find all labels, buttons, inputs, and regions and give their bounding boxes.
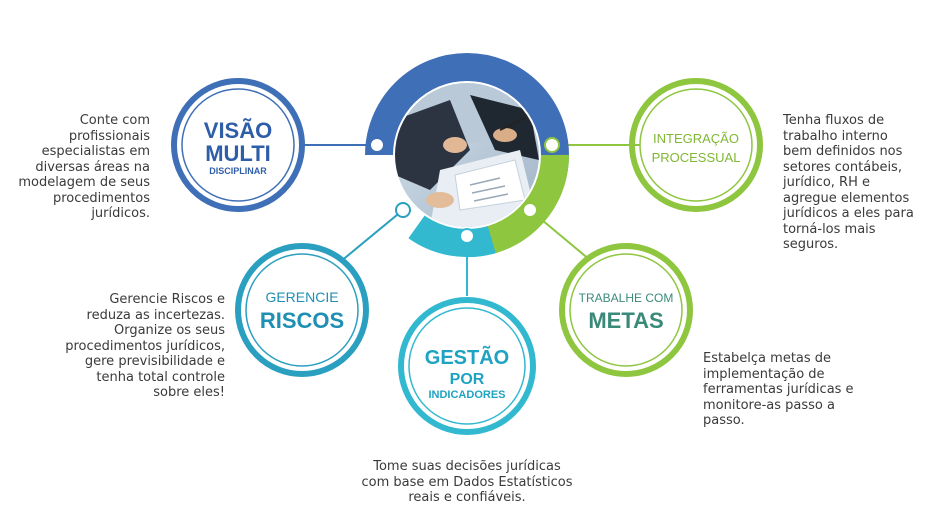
node-visao-line1: VISÃO [204,118,272,143]
dot-visao [369,137,385,153]
desc-line: jurídicos a eles para [783,206,914,221]
node-metas-line1: TRABALHE COM [579,291,674,305]
node-visao-line3: DISCIPLINAR [209,166,267,176]
node-gestao-line1: GESTÃO [425,346,509,369]
desc-line: agregue elementos [783,190,910,206]
connector-riscos [339,209,404,263]
hub-ring-cyan [408,205,496,258]
desc-line: torná-los mais [783,221,876,237]
node-riscos-line1: GERENCIE [265,289,338,305]
description-visao: Conte com profissionais especialistas em… [18,113,150,222]
node-metas-line2: METAS [588,308,663,333]
desc-line: Tenha fluxos de [783,113,885,128]
node-riscos-line2: RISCOS [260,308,344,333]
description-gestao: Tome suas decisões jurídicas com base em… [347,459,587,506]
desc-line: monitore-as passo a [703,397,835,413]
desc-line: gere previsibilidade e [84,354,225,369]
desc-line: Conte com [79,113,150,128]
description-riscos: Gerencie Riscos e reduza as incertezas. … [65,292,225,401]
desc-line: reais e confiáveis. [408,490,526,505]
desc-line: jurídicos. [91,206,150,221]
node-gestao-line3: INDICADORES [428,389,505,401]
desc-line: tenha total controle [96,369,225,385]
dot-riscos [395,202,411,218]
node-gestao-line2: POR [450,371,485,388]
dot-gestao [459,228,475,244]
desc-line: Organize os seus [113,323,225,338]
desc-line: seguros. [783,237,839,252]
node-integracao-line1: INTEGRAÇÃO [653,131,739,146]
dot-metas [522,202,538,218]
desc-line: trabalho interno [783,128,888,144]
desc-line: diversas áreas na [35,159,150,175]
desc-line: implementação de [703,366,825,382]
node-visao: VISÃO MULTI DISCIPLINAR [171,78,305,212]
desc-line: Tome suas decisões jurídicas [373,459,561,474]
node-riscos: GERENCIE RISCOS [235,243,369,377]
node-visao-line2: MULTI [205,141,271,166]
node-integracao: INTEGRAÇÃO PROCESSUAL [629,78,763,212]
dot-integracao [544,137,560,153]
desc-line: com base em Dados Estatísticos [361,474,573,490]
node-gestao: GESTÃO POR INDICADORES [398,297,536,435]
desc-line: passo. [703,413,745,428]
desc-line: profissionais [68,128,150,144]
desc-line: sobre eles! [153,385,225,400]
desc-line: especialistas em [41,144,150,159]
desc-line: reduza as incertezas. [86,307,225,323]
description-integracao: Tenha fluxos de trabalho interno bem def… [783,113,914,253]
desc-line: ferramentas jurídicas e [703,382,854,397]
desc-line: procedimentos [53,190,150,206]
node-metas: TRABALHE COM METAS [559,243,693,377]
desc-line: setores contábeis, [783,159,902,175]
desc-line: Gerencie Riscos e [109,292,225,307]
desc-line: Estabelça metas de [703,351,832,366]
desc-line: bem definidos nos [783,144,903,159]
desc-line: modelagem de seus [18,175,150,190]
desc-line: jurídico, RH e [783,175,870,190]
business-meeting-photo [395,83,539,227]
description-metas: Estabelça metas de implementação de ferr… [703,351,854,429]
central-hub [365,53,570,258]
node-integracao-line2: PROCESSUAL [652,150,741,165]
desc-line: procedimentos jurídicos, [65,338,225,354]
